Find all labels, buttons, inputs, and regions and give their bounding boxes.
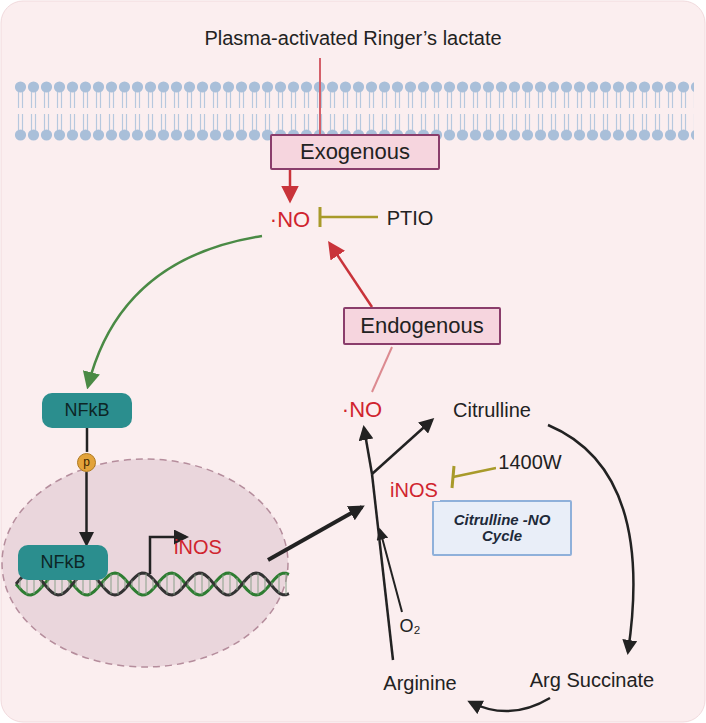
metabolite-label: Arg Succinate <box>528 669 657 691</box>
dna-rung <box>188 581 189 587</box>
title: Plasma-activated Ringer’s lactate <box>204 27 501 49</box>
dna-rung <box>272 582 273 586</box>
connector-arrow <box>85 472 88 544</box>
dna-rung <box>76 580 77 588</box>
dna-rung <box>174 573 175 594</box>
dna-rung <box>237 578 238 590</box>
node-text: iNOS <box>174 536 222 558</box>
nucleus-outline <box>2 459 288 667</box>
dna-rung <box>132 581 133 588</box>
dna-rung <box>153 579 154 589</box>
dna-rung <box>251 575 252 593</box>
source-box: Exogenous <box>270 134 440 170</box>
cell-membrane <box>14 80 694 142</box>
expression-arrow <box>268 507 362 560</box>
protein-box: NFkB <box>42 393 132 428</box>
dna-rung <box>286 573 287 595</box>
endogenous-arrow <box>330 244 372 307</box>
dna-rung <box>230 573 231 594</box>
node-text: p <box>83 456 90 469</box>
oxygen-arrow <box>380 530 402 612</box>
dna-rung <box>139 574 140 594</box>
endogenous-line <box>372 347 392 392</box>
cycle-arrow <box>470 698 550 711</box>
dna-rung <box>160 581 161 587</box>
phospho-circle: p <box>77 453 96 472</box>
node-text: NFkB <box>65 401 110 421</box>
molecule-label: ·NO <box>268 208 312 232</box>
no-arrow <box>364 428 372 474</box>
dna-rung <box>244 582 245 586</box>
dna-rung <box>125 579 126 589</box>
metabolite-label: Citrulline <box>451 399 533 421</box>
citrulline-arrow <box>372 420 432 474</box>
dna-rung <box>279 575 280 593</box>
dna-rung <box>223 575 224 594</box>
inhibitor-line <box>453 468 496 477</box>
dna-rung <box>146 574 147 595</box>
molecule-label: ·NO <box>340 398 384 422</box>
entry-line <box>319 58 321 134</box>
dna-rung <box>118 574 119 595</box>
node-text: NFkB <box>41 553 86 573</box>
source-box: Endogenous <box>343 307 501 345</box>
dna-rung <box>104 580 105 588</box>
dna-rung <box>167 574 168 593</box>
metabolite-label: Arginine <box>381 672 458 694</box>
molecule-label: O₂ <box>398 617 423 637</box>
dna-rung <box>216 581 217 586</box>
activation-arrow <box>88 236 262 386</box>
nucleus: iNOS NFkB <box>0 458 290 668</box>
inhibitor-line <box>320 216 378 219</box>
dna-rung <box>195 575 196 594</box>
dna-rung <box>202 573 203 594</box>
dna-rung <box>209 578 210 589</box>
dna-rung <box>41 580 42 588</box>
connector-arrow <box>86 428 89 452</box>
node-text: Exogenous <box>300 140 410 164</box>
inhibitor-label: 1400W <box>496 451 563 473</box>
node-text: Endogenous <box>360 314 484 338</box>
dna-rung <box>97 579 98 588</box>
cycle-box: Citrulline -NO Cycle <box>432 500 572 556</box>
enzyme-label: iNOS <box>388 479 440 501</box>
dna-rung <box>20 579 21 588</box>
dna-rung <box>265 578 266 591</box>
dna-rung <box>111 574 112 594</box>
dna-rung <box>48 580 49 589</box>
protein-box: NFkB <box>18 545 108 580</box>
exogenous-arrow <box>289 170 292 200</box>
node-text: Citrulline -NO Cycle <box>452 512 552 545</box>
inhibitor-label: PTIO <box>385 207 436 229</box>
dna-rung <box>69 580 70 588</box>
dna-rung <box>181 579 182 590</box>
dna-rung <box>258 573 259 595</box>
